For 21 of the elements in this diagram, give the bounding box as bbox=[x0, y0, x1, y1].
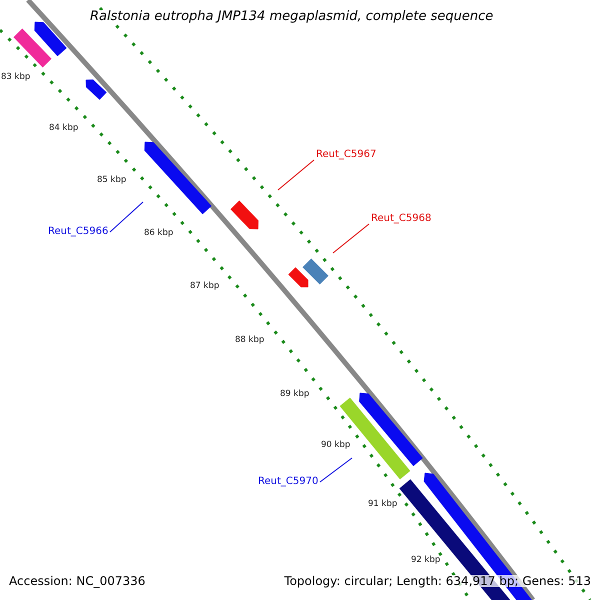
gene-label: Reut_C5967 bbox=[316, 150, 376, 160]
gene-label: Reut_C5966 bbox=[48, 227, 108, 237]
leader-line bbox=[278, 160, 314, 190]
sequence-info-text: Topology: circular; Length: 634,917 bp; Genes: 513 bbox=[284, 575, 591, 587]
scale-label: 90 kbp bbox=[321, 441, 350, 450]
scale-label: 84 kbp bbox=[49, 124, 78, 132]
scale-label: 86 kbp bbox=[144, 229, 174, 238]
leader-line bbox=[332, 224, 370, 254]
leader-line bbox=[110, 202, 144, 232]
scale-label: 88 kbp bbox=[235, 336, 264, 344]
scale-label: 85 kbp bbox=[97, 176, 126, 184]
title: Ralstonia eutropha JMP134 megaplasmid, complete sequence bbox=[90, 10, 494, 23]
scale-label: 92 kbp bbox=[411, 556, 440, 564]
scale-label: 91 kbp bbox=[368, 500, 398, 508]
accession-text: Accession: NC_007336 bbox=[9, 575, 146, 587]
gene-label: Reut_C5970 bbox=[258, 477, 318, 487]
leader-line bbox=[320, 458, 352, 482]
scale-label: 87 kbp bbox=[190, 282, 220, 290]
gene-label: Reut_C5968 bbox=[371, 214, 432, 224]
scale-label: 89 kbp bbox=[280, 390, 310, 398]
scale-label: 83 kbp bbox=[1, 73, 30, 82]
